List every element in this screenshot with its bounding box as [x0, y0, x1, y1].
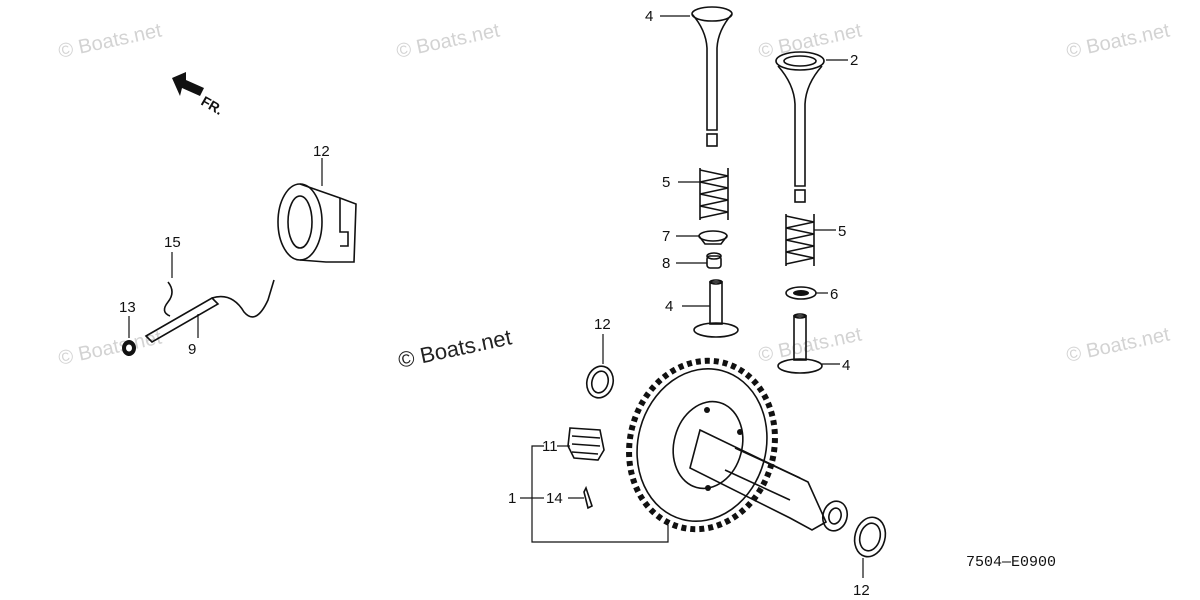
callout-5: 5 — [662, 174, 670, 191]
part-12-washer — [853, 516, 887, 558]
callout-9: 11 — [542, 438, 558, 455]
diagram-code: 7504—E0900 — [966, 554, 1056, 571]
part-5-spring — [699, 168, 729, 220]
callout-1: 1 — [508, 490, 516, 507]
watermark: © Boats.net — [1064, 19, 1172, 62]
callout-5: 5 — [838, 223, 846, 240]
callout-4: 4 — [842, 357, 850, 374]
part-9-weight — [567, 427, 605, 461]
part-2-valve — [775, 51, 825, 203]
callout-13: 13 — [119, 299, 136, 316]
callout-3: 4 — [645, 8, 653, 25]
part-15-clip — [163, 281, 173, 317]
callout-12: 12 — [853, 582, 870, 599]
callout-6: 6 — [830, 286, 838, 303]
part-6-retainer — [785, 286, 817, 300]
part-10-cover — [277, 183, 357, 263]
callout-7: 7 — [662, 228, 670, 245]
part-5-spring — [785, 214, 815, 266]
direction-label: FR. — [199, 93, 227, 118]
watermark: © Boats.net — [1064, 323, 1172, 366]
assembly-bracket — [531, 445, 669, 543]
part-11-lever — [144, 279, 275, 343]
camshaft-gear — [626, 357, 849, 533]
callout-2: 2 — [850, 52, 858, 69]
watermark: © Boats.net — [56, 19, 164, 62]
callout-14: 14 — [546, 490, 563, 507]
part-4-lifter — [777, 313, 823, 374]
callout-11: 9 — [188, 341, 196, 358]
part-14-pin — [583, 485, 593, 510]
callout-4: 4 — [665, 298, 673, 315]
part-7-retainer — [698, 230, 728, 245]
part-3-valve — [691, 6, 733, 147]
part-13-washer — [122, 340, 136, 356]
part-8-seal — [706, 252, 722, 269]
callout-10: 12 — [313, 143, 330, 160]
watermark: © Boats.net — [394, 19, 502, 62]
watermark-main: © Boats.net — [396, 324, 514, 372]
part-4-lifter — [693, 279, 739, 338]
front-direction-arrow: FR. — [172, 72, 226, 118]
callout-12: 12 — [594, 316, 611, 333]
callout-15: 15 — [164, 234, 181, 251]
watermark: © Boats.net — [56, 326, 164, 369]
part-12-washer — [585, 365, 615, 399]
callout-8: 8 — [662, 255, 670, 272]
